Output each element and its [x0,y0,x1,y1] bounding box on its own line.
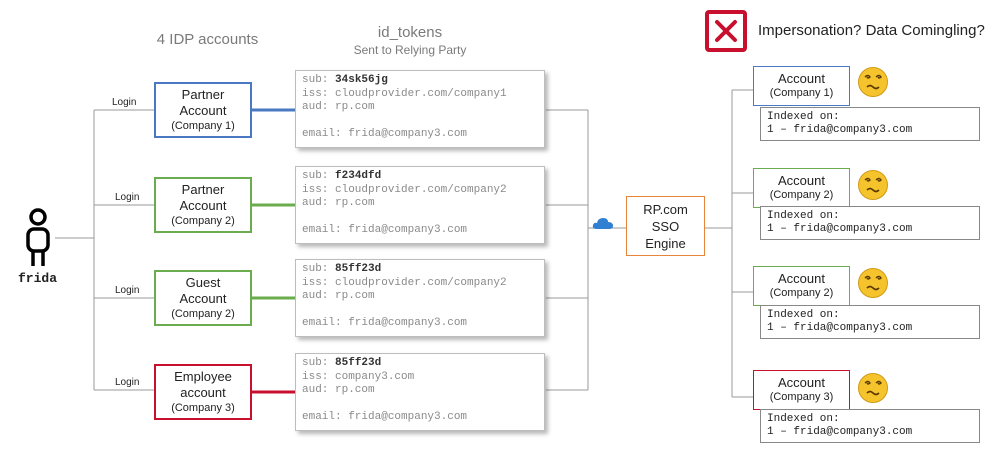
id-token-card: sub: 85ff23d iss: company3.com aud: rp.c… [295,353,545,431]
token-iss: iss: cloudprovider.com/company2 [302,276,507,289]
token-sub-label: sub: [302,357,336,369]
indexed-value: 1 – frida@company3.com [767,124,913,136]
rp-account-company1: Account (Company 1) [753,66,850,106]
account-company: (Company 2) [769,189,834,201]
id-token-card: sub: 85ff23d iss: cloudprovider.com/comp… [295,259,545,337]
idp-line2: Account [179,291,227,306]
account-title: Account [778,375,825,390]
idp-line1: Employee [174,369,232,384]
idp-accounts-header: 4 IDP accounts [156,31,259,48]
login-label: Login [115,285,140,296]
idp-account-partner-company1: Partner Account (Company 1) [154,82,252,138]
account-company: (Company 2) [769,287,834,299]
idp-line1: Partner [181,87,225,102]
indexed-value: 1 – frida@company3.com [767,322,913,334]
person-icon [20,208,56,268]
account-company: (Company 1) [769,87,834,99]
dizzy-face-emoji [858,268,888,298]
token-email: email: frida@company3.com [302,317,468,329]
cloud-icon [592,216,614,230]
idp-company: (Company 2) [171,308,235,320]
idp-account-partner-company2: Partner Account (Company 2) [154,177,252,233]
dizzy-face-emoji [858,67,888,97]
problem-title: Impersonation? Data Comingling? [758,22,985,39]
idp-line1: Guest [185,275,221,290]
id-tokens-subheader: Sent to Relying Party [353,43,467,57]
id-tokens-header: id_tokens [377,24,443,41]
token-sub-value: 34sk56jg [335,74,388,86]
token-aud: aud: rp.com [302,101,375,113]
login-label: Login [115,192,140,203]
token-sub-value: 85ff23d [335,357,382,369]
dizzy-face-emoji [858,170,888,200]
idp-line2: account [180,385,226,400]
account-title: Account [778,71,825,86]
dizzy-face-emoji [858,373,888,403]
idp-account-employee-company3: Employee account (Company 3) [154,364,252,420]
index-box: Indexed on: 1 – frida@company3.com [760,305,980,339]
account-company: (Company 3) [769,391,834,403]
rp-account-company3: Account (Company 3) [753,370,850,410]
token-aud: aud: rp.com [302,290,375,302]
token-sub-label: sub: [302,170,336,182]
id-token-card: sub: 34sk56jg iss: cloudprovider.com/com… [295,70,545,148]
token-sub-label: sub: [302,263,336,275]
rp-line3: Engine [645,235,686,251]
index-box: Indexed on: 1 – frida@company3.com [760,206,980,240]
indexed-label: Indexed on: [767,309,840,321]
indexed-label: Indexed on: [767,111,840,123]
token-email: email: frida@company3.com [302,224,468,236]
token-aud: aud: rp.com [302,384,375,396]
token-sub-value: f234dfd [335,170,382,182]
token-sub-label: sub: [302,74,336,86]
login-label: Login [115,377,140,388]
index-box: Indexed on: 1 – frida@company3.com [760,409,980,443]
user-name: frida [18,271,58,286]
login-label: Login [112,97,137,108]
idp-line1: Partner [181,182,225,197]
token-email: email: frida@company3.com [302,128,468,140]
rp-line2: SSO [651,218,680,234]
idp-line2: Account [179,198,227,213]
id-token-card: sub: f234dfd iss: cloudprovider.com/comp… [295,166,545,244]
token-iss: iss: cloudprovider.com/company1 [302,87,507,100]
indexed-value: 1 – frida@company3.com [767,426,913,438]
token-sub-value: 85ff23d [335,263,382,275]
indexed-value: 1 – frida@company3.com [767,223,913,235]
rp-line1: RP.com [643,201,688,217]
index-box: Indexed on: 1 – frida@company3.com [760,107,980,141]
rp-sso-engine: RP.com SSO Engine [626,196,705,256]
idp-company: (Company 1) [171,120,235,132]
rp-account-company2: Account (Company 2) [753,168,850,208]
rp-account-company2: Account (Company 2) [753,266,850,306]
indexed-label: Indexed on: [767,413,840,425]
idp-account-guest-company2: Guest Account (Company 2) [154,270,252,326]
token-aud: aud: rp.com [302,197,375,209]
idp-line2: Account [179,103,227,118]
idp-company: (Company 3) [171,402,235,414]
account-title: Account [778,173,825,188]
token-email: email: frida@company3.com [302,411,468,423]
idp-company: (Company 2) [171,215,235,227]
token-iss: iss: cloudprovider.com/company2 [302,183,507,196]
indexed-label: Indexed on: [767,210,840,222]
account-title: Account [778,271,825,286]
red-x-icon [705,10,747,52]
token-iss: iss: company3.com [302,370,415,383]
